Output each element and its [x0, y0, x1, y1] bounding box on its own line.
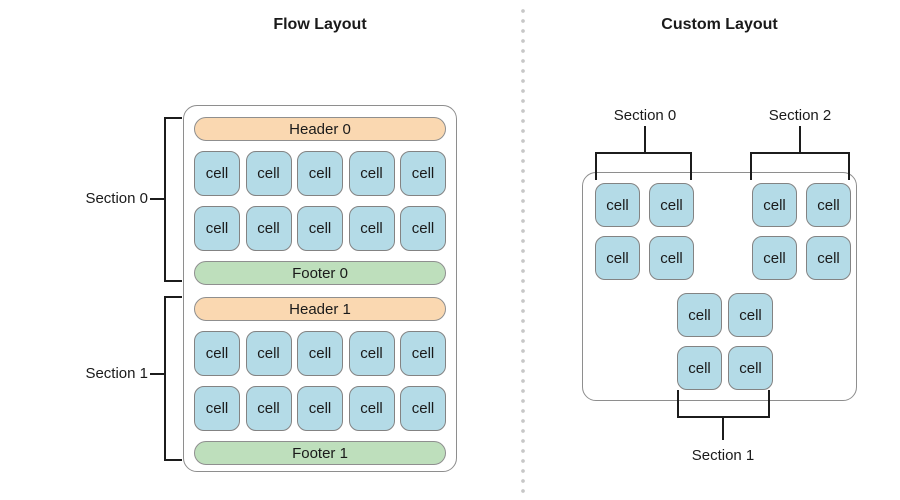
cell: cell	[806, 236, 851, 280]
custom-section0-cells: cell cell cell cell	[595, 183, 694, 280]
cell: cell	[245, 151, 292, 196]
flow-layout-title: Flow Layout	[273, 16, 367, 33]
cell: cell	[728, 293, 773, 337]
cell: cell	[752, 183, 797, 227]
cell: cell	[348, 151, 395, 196]
cell: cell	[677, 346, 722, 390]
footer-bar: Footer 1	[194, 441, 446, 465]
cell: cell	[400, 331, 446, 376]
cell: cell	[400, 206, 446, 251]
cell-row: cell cell cell cell cell	[194, 386, 446, 431]
custom-section1-label: Section 1	[691, 447, 755, 464]
cell: cell	[752, 236, 797, 280]
flow-section0-label: Section 0	[85, 190, 148, 207]
cell-row: cell cell cell cell cell	[194, 151, 446, 196]
custom-section1-bracket	[677, 390, 770, 418]
flow-section-1: Header 1 cell cell cell cell cell cell c…	[194, 297, 446, 465]
flow-section1-label-dash	[150, 373, 165, 375]
header-bar: Header 0	[194, 117, 446, 141]
cell: cell	[245, 386, 292, 431]
custom-section0-tick	[644, 126, 646, 152]
custom-section2-label: Section 2	[768, 107, 832, 124]
flow-section0-label-dash	[150, 198, 165, 200]
cell: cell	[649, 236, 694, 280]
cell: cell	[194, 206, 240, 251]
flow-section1-label: Section 1	[85, 365, 148, 382]
flow-section0-bracket	[164, 117, 182, 282]
custom-layout-title: Custom Layout	[661, 16, 778, 33]
custom-section2-tick	[799, 126, 801, 152]
custom-layout-container	[582, 172, 857, 401]
cell: cell	[400, 151, 446, 196]
custom-section1-tick	[722, 418, 724, 440]
custom-section0-bracket	[595, 152, 692, 180]
cell: cell	[400, 386, 446, 431]
cell: cell	[806, 183, 851, 227]
dotted-divider	[521, 6, 525, 497]
cell: cell	[297, 206, 343, 251]
cell: cell	[245, 206, 292, 251]
cell: cell	[245, 331, 292, 376]
cell: cell	[348, 206, 395, 251]
cell: cell	[297, 331, 343, 376]
cell: cell	[297, 386, 343, 431]
cell: cell	[348, 331, 395, 376]
cell-row: cell cell cell cell cell	[194, 331, 446, 376]
custom-section2-bracket	[750, 152, 850, 180]
cell: cell	[348, 386, 395, 431]
cell: cell	[649, 183, 694, 227]
flow-section1-bracket	[164, 296, 182, 461]
flow-section-0: Header 0 cell cell cell cell cell cell c…	[194, 117, 446, 285]
cell: cell	[297, 151, 343, 196]
cell: cell	[595, 236, 640, 280]
header-bar: Header 1	[194, 297, 446, 321]
cell: cell	[194, 151, 240, 196]
cell: cell	[677, 293, 722, 337]
custom-section2-cells: cell cell cell cell	[752, 183, 851, 280]
cell: cell	[194, 331, 240, 376]
cell: cell	[194, 386, 240, 431]
footer-bar: Footer 0	[194, 261, 446, 285]
cell: cell	[728, 346, 773, 390]
custom-section1-cells: cell cell cell cell	[677, 293, 773, 390]
custom-section0-label: Section 0	[613, 107, 677, 124]
flow-layout-container: Header 0 cell cell cell cell cell cell c…	[183, 105, 457, 472]
cell-row: cell cell cell cell cell	[194, 206, 446, 251]
cell: cell	[595, 183, 640, 227]
